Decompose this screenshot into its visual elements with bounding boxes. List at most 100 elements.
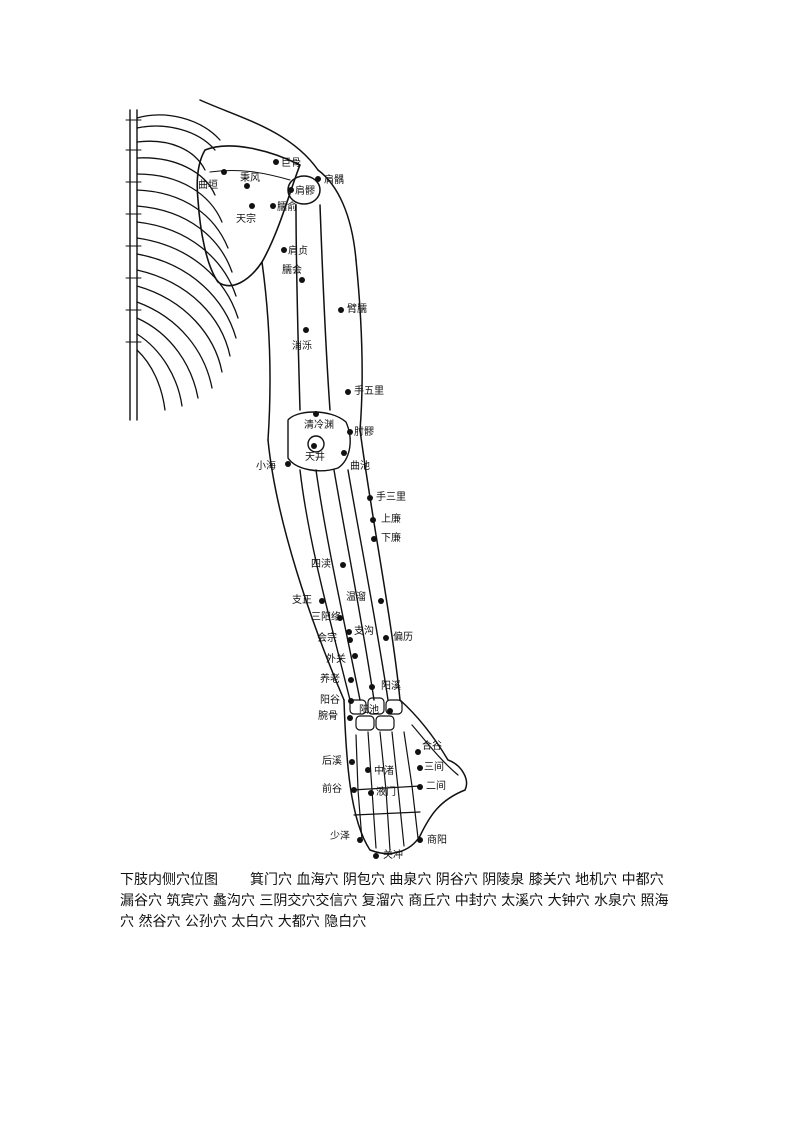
figure-caption: 下肢内侧穴位图箕门穴 血海穴 阴包穴 曲泉穴 阴谷穴 阴陵泉 膝关穴 地机穴 中… — [120, 870, 680, 933]
shoulder-outline — [199, 99, 319, 171]
acupoint-dot-qinglengyuan — [313, 411, 319, 417]
acupoint-dot-wenliu — [378, 598, 384, 604]
acupoint-dot-sanjian — [417, 765, 423, 771]
acupoint-label-bingfeng: 秉风 — [240, 173, 260, 184]
acupoint-label-yemen: 液门 — [376, 787, 396, 798]
acupoint-label-yanggu: 阳谷 — [320, 695, 340, 706]
acupoint-dot-xialian — [371, 536, 377, 542]
acupoint-label-yangxi: 阳溪 — [381, 681, 401, 692]
acupoint-label-yangchi: 阳池 — [359, 705, 379, 716]
caption-text: 箕门穴 血海穴 阴包穴 曲泉穴 阴谷穴 阴陵泉 膝关穴 地机穴 中都穴 漏谷穴 … — [120, 872, 669, 930]
acupoint-dot-huizong — [347, 637, 353, 643]
acupoint-label-xiaohai: 小海 — [256, 461, 276, 472]
acupoint-label-binao: 臂臑 — [347, 304, 367, 315]
acupoint-label-jianyu: 肩髃 — [324, 175, 344, 186]
acupoint-label-huizong: 会宗 — [317, 633, 337, 644]
acupoint-label-shouwuli: 手五里 — [354, 386, 384, 397]
acupoint-label-jugu: 巨骨 — [281, 158, 301, 169]
acupoint-dot-yangxi — [369, 684, 375, 690]
elbow — [287, 411, 351, 472]
acupoint-label-shangyang: 商阳 — [427, 835, 447, 846]
acupoint-label-sidu: 四渎 — [311, 559, 331, 570]
acupoint-dot-quchi — [341, 450, 347, 456]
acupoint-label-wenliu: 温溜 — [346, 592, 366, 603]
acupoint-label-xiaoluo: 消泺 — [292, 341, 312, 352]
acupoint-label-pianli: 偏历 — [393, 632, 413, 643]
acupoint-label-qinglengyuan: 清冷渊 — [304, 420, 334, 431]
arm-acupoint-diagram: 巨骨 肩髃 曲垣 秉风 肩髎 臑俞 天宗 肩贞 臑会 臂臑 消泺 手五里 清冷渊… — [125, 99, 468, 861]
acupoint-dot-shanglian — [370, 517, 376, 523]
acupoint-label-jianzhen: 肩贞 — [288, 246, 308, 257]
acupoint-dot-yanggu — [348, 698, 354, 704]
acupoint-label-hegu: 合谷 — [422, 741, 442, 752]
acupoint-dot-sidu — [340, 562, 346, 568]
acupoint-dot-pianli — [383, 635, 389, 641]
acupoint-dot-hegu — [415, 749, 421, 755]
acupoint-dot-naoshu — [270, 203, 276, 209]
acupoint-dot-zhongzhu — [365, 767, 371, 773]
hand-outline — [343, 699, 468, 855]
acupoint-dot-waiguan — [352, 653, 358, 659]
acupoint-label-yanglao: 养老 — [320, 674, 340, 685]
acupoint-label-waiguan: 外关 — [326, 654, 346, 665]
acupoint-dot-wangu — [347, 715, 353, 721]
acupoint-dot-jianliao — [288, 187, 294, 193]
acupoint-dot-yanglao — [348, 677, 354, 683]
acupoint-label-jianliao: 肩髎 — [295, 186, 315, 197]
acupoint-dot-quyuan — [221, 169, 227, 175]
acupoint-dot-zhouliao — [347, 429, 353, 435]
acupoint-dot-bingfeng — [244, 183, 250, 189]
acupoint-dot-xiaoluo — [303, 327, 309, 333]
acupoint-label-erjian: 二间 — [426, 781, 446, 792]
arm-skeleton-illustration — [125, 99, 468, 859]
acupoint-label-shanglian: 上廉 — [381, 514, 401, 525]
acupoint-label-guanchong: 关冲 — [383, 850, 403, 861]
ribs — [136, 114, 239, 411]
acupoint-dot-shangyang — [417, 837, 423, 843]
acupoint-label-tianzong: 天宗 — [236, 214, 256, 225]
acupoint-dot-jianzhen — [281, 247, 287, 253]
acupoint-label-zhigou: 支沟 — [354, 626, 374, 637]
hand-bones — [351, 724, 459, 851]
acupoint-dot-xiaohai — [285, 461, 291, 467]
acupoint-dot-zhigou — [346, 629, 352, 635]
acupoint-label-shaoze: 少泽 — [330, 831, 350, 842]
acupoint-dot-jugu — [273, 159, 279, 165]
acupoint-label-naohui: 臑会 — [282, 265, 302, 276]
acupoint-label-naoshu: 臑俞 — [277, 202, 297, 213]
acupoint-dot-houxi — [349, 759, 355, 765]
acupoint-label-qiangu: 前谷 — [322, 784, 342, 795]
scapula — [196, 145, 301, 287]
humerus — [287, 175, 331, 411]
spine — [129, 109, 138, 421]
acupoint-dot-erjian — [417, 784, 423, 790]
acupoint-dot-yangchi — [387, 708, 393, 714]
acupoint-label-houxi: 后溪 — [322, 756, 342, 767]
acupoint-label-quchi: 曲池 — [350, 461, 370, 472]
acupoint-label-xialian: 下廉 — [381, 533, 401, 544]
acupoint-label-shousanli: 手三里 — [376, 492, 406, 503]
acupoint-dot-guanchong — [373, 853, 379, 859]
acupoint-dot-zhizheng — [319, 598, 325, 604]
acupoint-label-zhongzhu: 中渚 — [374, 766, 394, 777]
acupoint-label-zhizheng: 支正 — [292, 595, 312, 606]
acupoint-label-tianjing: 天井 — [305, 452, 325, 463]
acupoint-label-sanyangluo: 三阳络 — [311, 612, 341, 623]
acupoint-dot-yemen — [368, 790, 374, 796]
acupoint-label-quyuan: 曲垣 — [198, 180, 218, 191]
acupoint-dot-shaoze — [357, 837, 363, 843]
acupoint-label-zhouliao: 肘髎 — [354, 427, 374, 438]
acupoint-dot-shousanli — [367, 495, 373, 501]
acupoint-dot-sanyangluo — [337, 615, 343, 621]
acupoint-dot-tianzong — [249, 203, 255, 209]
forearm — [299, 469, 389, 701]
wrist — [349, 697, 403, 731]
acupoint-dot-jianyu — [315, 176, 321, 182]
acupoint-dot-naohui — [299, 277, 305, 283]
acupoint-dot-binao — [338, 307, 344, 313]
acupoint-label-sanjian: 三间 — [424, 762, 444, 773]
acupoint-dot-tianjing — [311, 443, 317, 449]
acupoint-dot-shouwuli — [345, 389, 351, 395]
acupoint-dot-qiangu — [351, 787, 357, 793]
acupoint-label-wangu: 腕骨 — [318, 711, 338, 722]
